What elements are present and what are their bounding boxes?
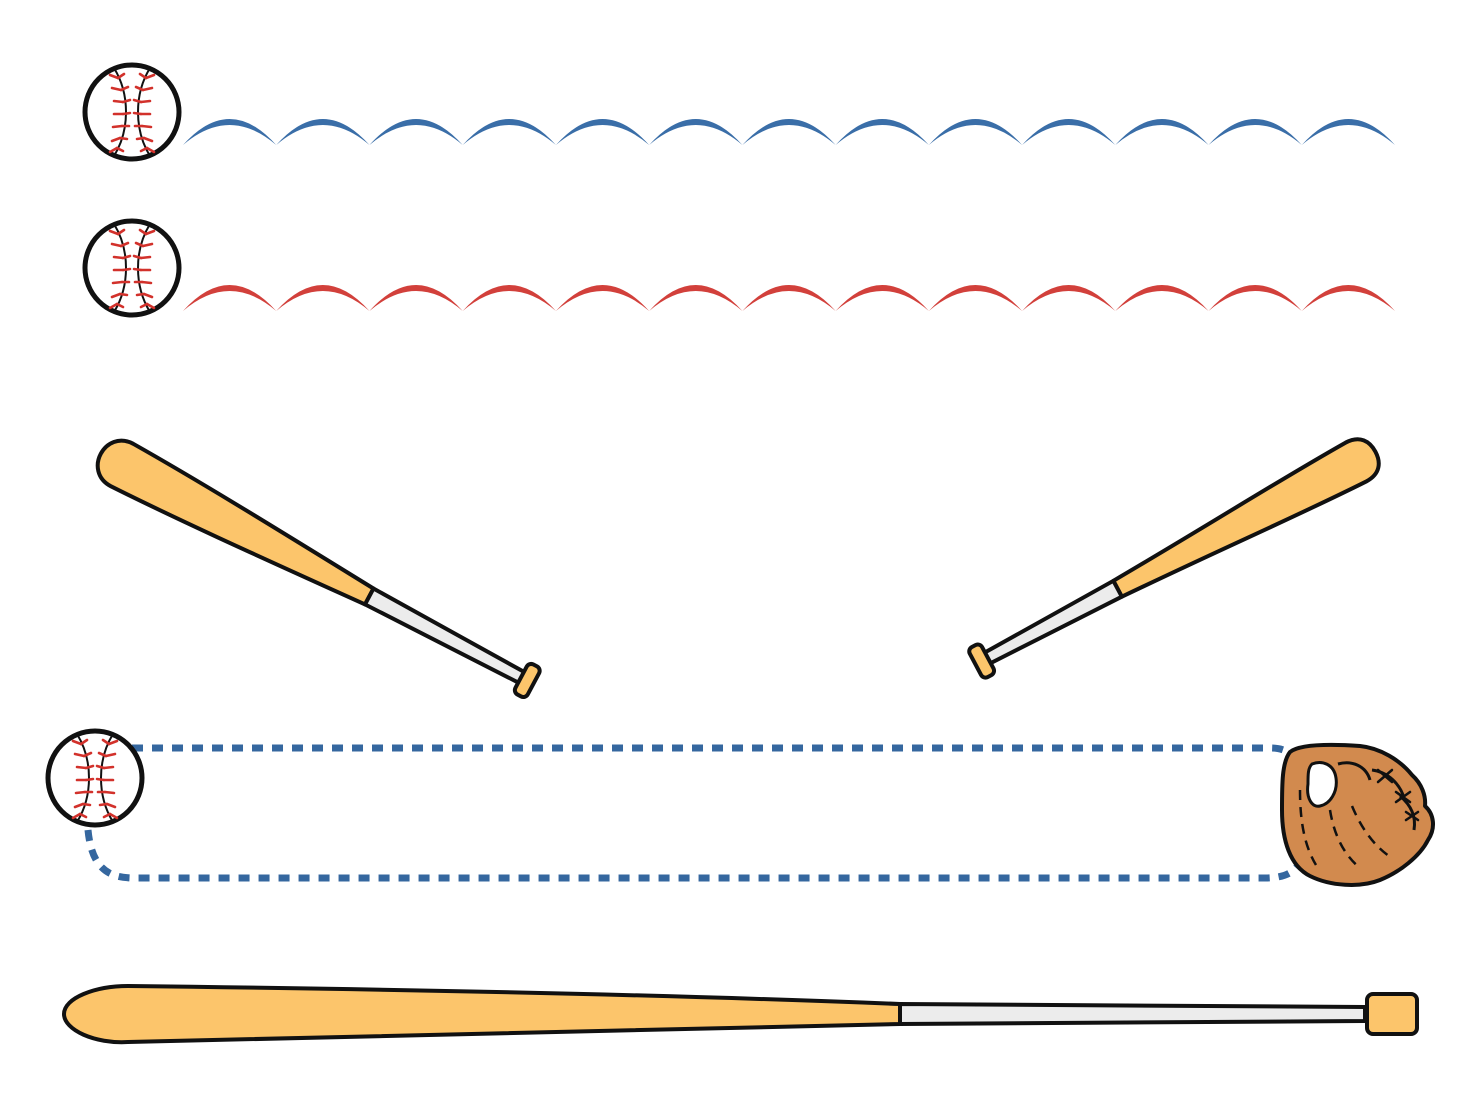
- baseball-icon: [48, 731, 142, 825]
- scallop-arc: [1115, 285, 1209, 311]
- scallop-arc: [1301, 119, 1395, 145]
- scallop-arc: [1115, 119, 1209, 145]
- scallop-arc: [1208, 119, 1302, 145]
- scallop-arc: [835, 285, 929, 311]
- scallop-arc: [649, 119, 743, 145]
- scallop-arc: [1022, 119, 1116, 145]
- scallop-arc: [928, 119, 1023, 145]
- scallop-arc: [462, 285, 556, 311]
- scallop-arc: [462, 119, 556, 145]
- ball-row-1: [85, 65, 1395, 159]
- scallop-arc: [742, 285, 836, 311]
- scallop-arc: [555, 285, 650, 311]
- scallop-arc: [742, 119, 836, 145]
- scallop-arc: [369, 285, 463, 311]
- scallop-arc: [835, 119, 929, 145]
- scallop-arc: [183, 285, 277, 311]
- baseball-glove-icon: [1280, 742, 1435, 887]
- scallop-arc: [276, 119, 370, 145]
- scallop-arc: [276, 285, 370, 311]
- scallop-arc: [1301, 285, 1395, 311]
- scallop-arc: [555, 119, 650, 145]
- baseball-bat-icon-left: [95, 438, 542, 700]
- scallop-path-red: [183, 285, 1395, 311]
- scallop-arc: [928, 285, 1023, 311]
- scallop-arc: [369, 119, 463, 145]
- scallop-path-blue: [183, 119, 1395, 145]
- baseball-icon: [85, 221, 179, 315]
- ball-row-2: [85, 221, 1395, 315]
- baseball-bat-icon-right: [967, 437, 1381, 680]
- scallop-arc: [1022, 285, 1116, 311]
- baseball-bat-icon-long: [62, 984, 1419, 1045]
- scallop-arc: [1208, 285, 1302, 311]
- dotted-trace-path: [84, 744, 1304, 882]
- scallop-arc: [183, 119, 277, 145]
- ball-to-glove-row: [48, 731, 1435, 887]
- baseball-icon: [85, 65, 179, 159]
- scallop-arc: [649, 285, 743, 311]
